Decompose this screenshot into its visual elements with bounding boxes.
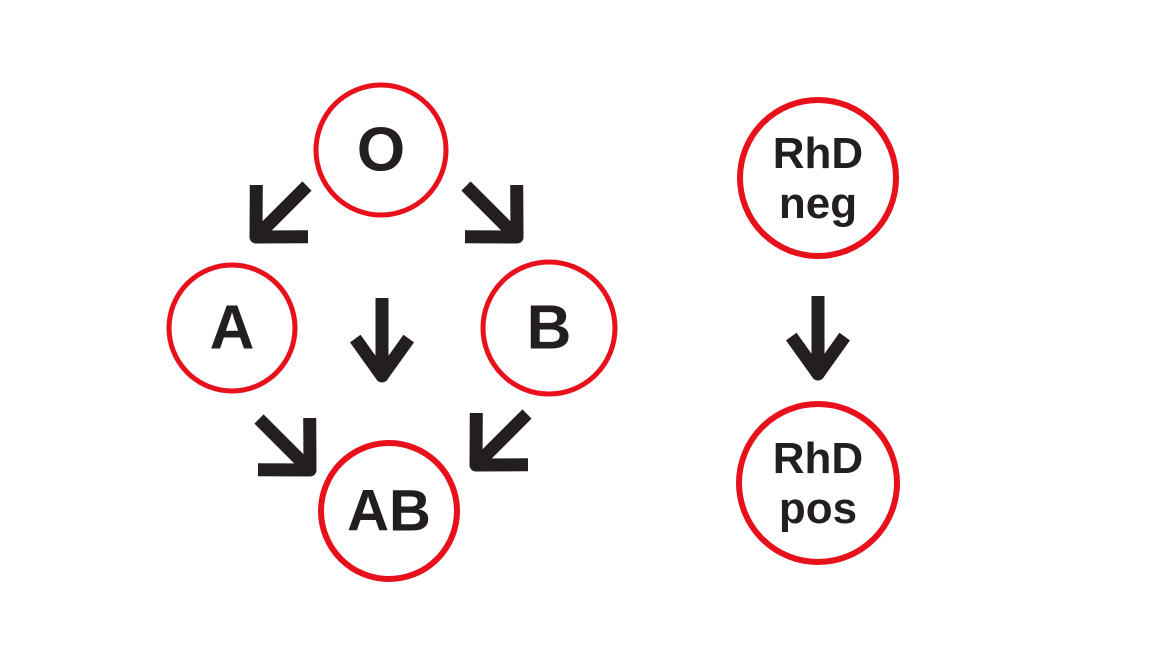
arrow-down-right	[461, 181, 524, 244]
arrow-tip	[811, 367, 825, 381]
arrow-head-barb-2	[303, 417, 317, 471]
arrow-down-left	[469, 409, 532, 472]
node-a[interactable]: A	[166, 262, 298, 394]
node-o-circle[interactable]	[313, 82, 449, 218]
arrow-head-barb-1	[249, 184, 263, 238]
arrow-shaft	[251, 181, 312, 242]
arrow-head-barb-2	[510, 184, 524, 238]
node-o[interactable]: O	[313, 82, 449, 218]
node-a-circle[interactable]	[166, 262, 298, 394]
node-b-circle[interactable]	[480, 259, 618, 397]
arrow-head-barb-1	[464, 230, 518, 244]
arrow-head-barb-2	[255, 230, 309, 244]
arrow-head-barb-2	[812, 332, 851, 378]
node-rhd-neg-label-line-2: neg	[779, 179, 857, 228]
node-rhd-pos-label-line-2: pos	[779, 484, 857, 533]
node-ab-label: AB	[347, 479, 431, 544]
arrow-tip	[510, 230, 524, 244]
node-rhd-neg-label-line-1: RhD	[773, 129, 863, 178]
arrow-down	[349, 298, 415, 383]
arrow-head-barb-1	[349, 334, 388, 380]
arrow-tip	[249, 230, 263, 244]
node-ab-circle[interactable]	[318, 440, 460, 582]
arrow-head-barb-1	[469, 412, 483, 466]
arrow-shaft	[461, 181, 522, 242]
arrow-down-left	[249, 181, 312, 244]
arrow-head-barb-1	[785, 332, 824, 378]
arrow-down	[785, 296, 851, 381]
arrow-head-barb-2	[475, 458, 529, 472]
arrow-shaft	[375, 298, 389, 376]
node-rhd-neg-circle[interactable]	[737, 97, 899, 259]
arrow-tip	[375, 369, 389, 383]
arrow-shaft	[254, 414, 315, 475]
arrow-shaft	[471, 409, 532, 470]
arrow-tip	[303, 463, 317, 477]
node-b-label: B	[527, 294, 572, 363]
arrow-tip	[469, 458, 483, 472]
node-ab[interactable]: AB	[318, 440, 460, 582]
arrow-down-right	[254, 414, 317, 477]
node-rhd-pos-circle[interactable]	[736, 401, 900, 565]
node-o-label: O	[357, 116, 405, 185]
arrow-layer	[249, 181, 851, 477]
arrow-shaft	[811, 296, 825, 374]
arrow-head-barb-2	[376, 334, 415, 380]
node-rhd-pos-label-line-1: RhD	[773, 434, 863, 483]
node-b[interactable]: B	[480, 259, 618, 397]
arrow-head-barb-1	[257, 463, 311, 477]
node-a-label: A	[210, 294, 255, 363]
